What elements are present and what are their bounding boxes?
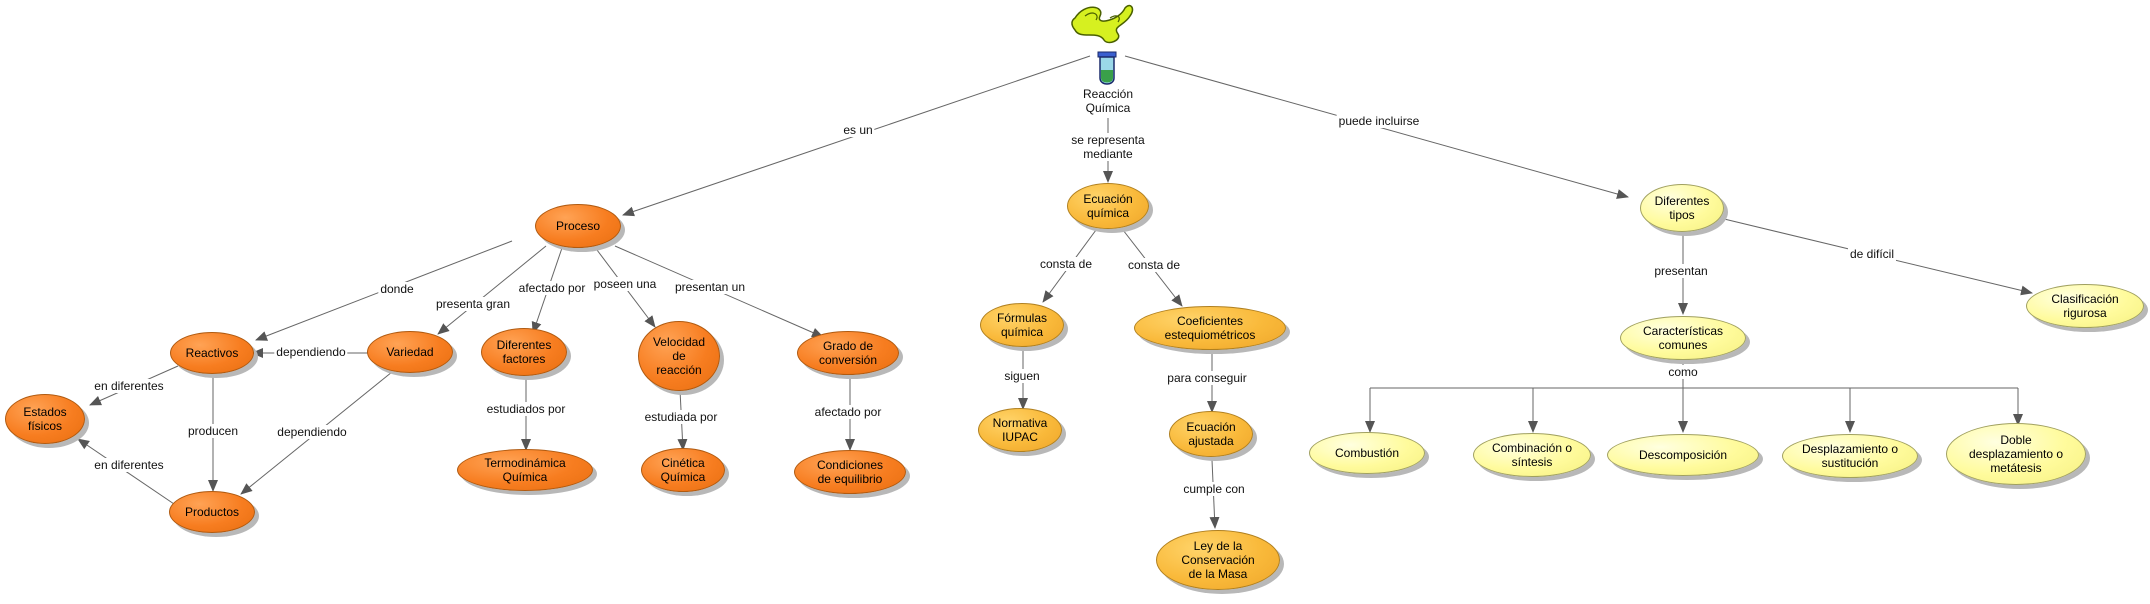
node-velocidad-de-reaccion[interactable]: Velocidad de reacción (638, 321, 720, 391)
link-label-cumple-con: cumple con (1181, 482, 1247, 496)
node-label: Combinación o síntesis (1491, 441, 1573, 469)
node-label: Doble desplazamiento o metátesis (1968, 433, 2064, 475)
link-label-como: como (1666, 365, 1700, 379)
node-ley-conservacion-masa[interactable]: Ley de la Conservación de la Masa (1156, 530, 1280, 590)
node-cinetica-quimica[interactable]: Cinética Química (641, 448, 725, 492)
node-label: Ecuación química (1083, 192, 1133, 220)
node-diferentes-tipos[interactable]: Diferentes tipos (1640, 184, 1724, 232)
node-reactivos[interactable]: Reactivos (170, 332, 254, 374)
node-clasificacion-rigurosa[interactable]: Clasificación rigurosa (2026, 284, 2144, 328)
link-label-de-dificil: de difícil (1847, 247, 1897, 261)
node-label: Características comunes (1642, 324, 1724, 352)
node-descomposicion[interactable]: Descomposición (1607, 434, 1759, 476)
node-label: Fórmulas química (996, 311, 1047, 339)
link-label-presenta-gran: presenta gran (433, 297, 513, 311)
node-label: Cinética Química (660, 456, 706, 484)
node-termodinamica-quimica[interactable]: Termodinámica Química (457, 449, 593, 491)
link-label-presentan-un: presentan un (672, 280, 748, 294)
link-label-donde: donde (378, 282, 416, 296)
link-label-afectado-por-2: afectado por (812, 405, 884, 419)
link-label-para-conseguir: para conseguir (1165, 371, 1249, 385)
link-label-producen: producen (185, 424, 241, 438)
node-label: Desplazamiento o sustitución (1801, 442, 1899, 470)
node-grado-de-conversion[interactable]: Grado de conversión (797, 331, 899, 375)
root-title: Reacción Química (1082, 87, 1134, 115)
link-label-afectado-por: afectado por (516, 281, 588, 295)
node-doble-desplazamiento[interactable]: Doble desplazamiento o metátesis (1946, 423, 2086, 485)
node-ecuacion-quimica[interactable]: Ecuación química (1067, 183, 1149, 229)
node-combustion[interactable]: Combustión (1309, 432, 1425, 474)
link-label-dependiendo-1: dependiendo (274, 345, 348, 359)
node-label: Ecuación ajustada (1186, 420, 1236, 448)
node-label: Productos (184, 505, 240, 519)
node-normativa-iupac[interactable]: Normativa IUPAC (978, 408, 1062, 452)
link-label-consta-de-1: consta de (1037, 257, 1095, 271)
node-desplazamiento-sustitucion[interactable]: Desplazamiento o sustitución (1782, 434, 1918, 478)
node-proceso[interactable]: Proceso (535, 204, 621, 248)
node-label: Proceso (555, 219, 601, 233)
node-label: Reactivos (185, 346, 239, 360)
node-label: Diferentes factores (496, 338, 552, 366)
node-condiciones-de-equilibrio[interactable]: Condiciones de equilibrio (794, 450, 906, 494)
node-label: Condiciones de equilibrio (816, 458, 884, 486)
node-label: Termodinámica Química (484, 456, 566, 484)
node-label: Clasificación rigurosa (2051, 292, 2119, 320)
link-label-en-diferentes-1: en diferentes (92, 379, 166, 393)
node-label: Estados físicos (23, 405, 67, 433)
link-label-es-un: es un (841, 123, 875, 137)
link-label-consta-de-2: consta de (1125, 258, 1183, 272)
node-label: Ley de la Conservación de la Masa (1181, 539, 1255, 581)
node-diferentes-factores[interactable]: Diferentes factores (481, 328, 567, 376)
node-label: Descomposición (1638, 448, 1728, 462)
node-label: Grado de conversión (818, 339, 878, 367)
node-productos[interactable]: Productos (169, 491, 255, 533)
link-label-en-diferentes-2: en diferentes (92, 458, 166, 472)
node-label: Combustión (1334, 446, 1400, 460)
link-label-estudiados-por: estudiados por (484, 402, 568, 416)
test-tube-icon (1071, 4, 1134, 85)
node-combinacion-sintesis[interactable]: Combinación o síntesis (1473, 433, 1591, 477)
node-label: Normativa IUPAC (992, 416, 1048, 444)
link-label-dependiendo-2: dependiendo (275, 425, 349, 439)
link-label-presentan: presentan (1652, 264, 1710, 278)
node-label: Variedad (386, 345, 434, 359)
link-label-siguen: siguen (1002, 369, 1042, 383)
node-coeficientes-estequiometricos[interactable]: Coeficientes estequiométricos (1134, 306, 1286, 350)
link-label-poseen-una: poseen una (591, 277, 659, 291)
node-ecuacion-ajustada[interactable]: Ecuación ajustada (1169, 411, 1253, 457)
node-estados-fisicos[interactable]: Estados físicos (5, 394, 85, 444)
link-label-se-representa: se representa mediante (1069, 133, 1147, 161)
node-label: Diferentes tipos (1654, 194, 1710, 222)
node-label: Coeficientes estequiométricos (1164, 314, 1256, 342)
link-label-puede-incluirse: puede incluirse (1336, 114, 1422, 128)
node-variedad[interactable]: Variedad (367, 331, 453, 373)
node-caracteristicas-comunes[interactable]: Características comunes (1620, 316, 1746, 360)
node-label: Velocidad de reacción (652, 335, 706, 377)
node-formulas-quimica[interactable]: Fórmulas química (980, 303, 1064, 347)
link-label-estudiada-por: estudiada por (642, 410, 720, 424)
